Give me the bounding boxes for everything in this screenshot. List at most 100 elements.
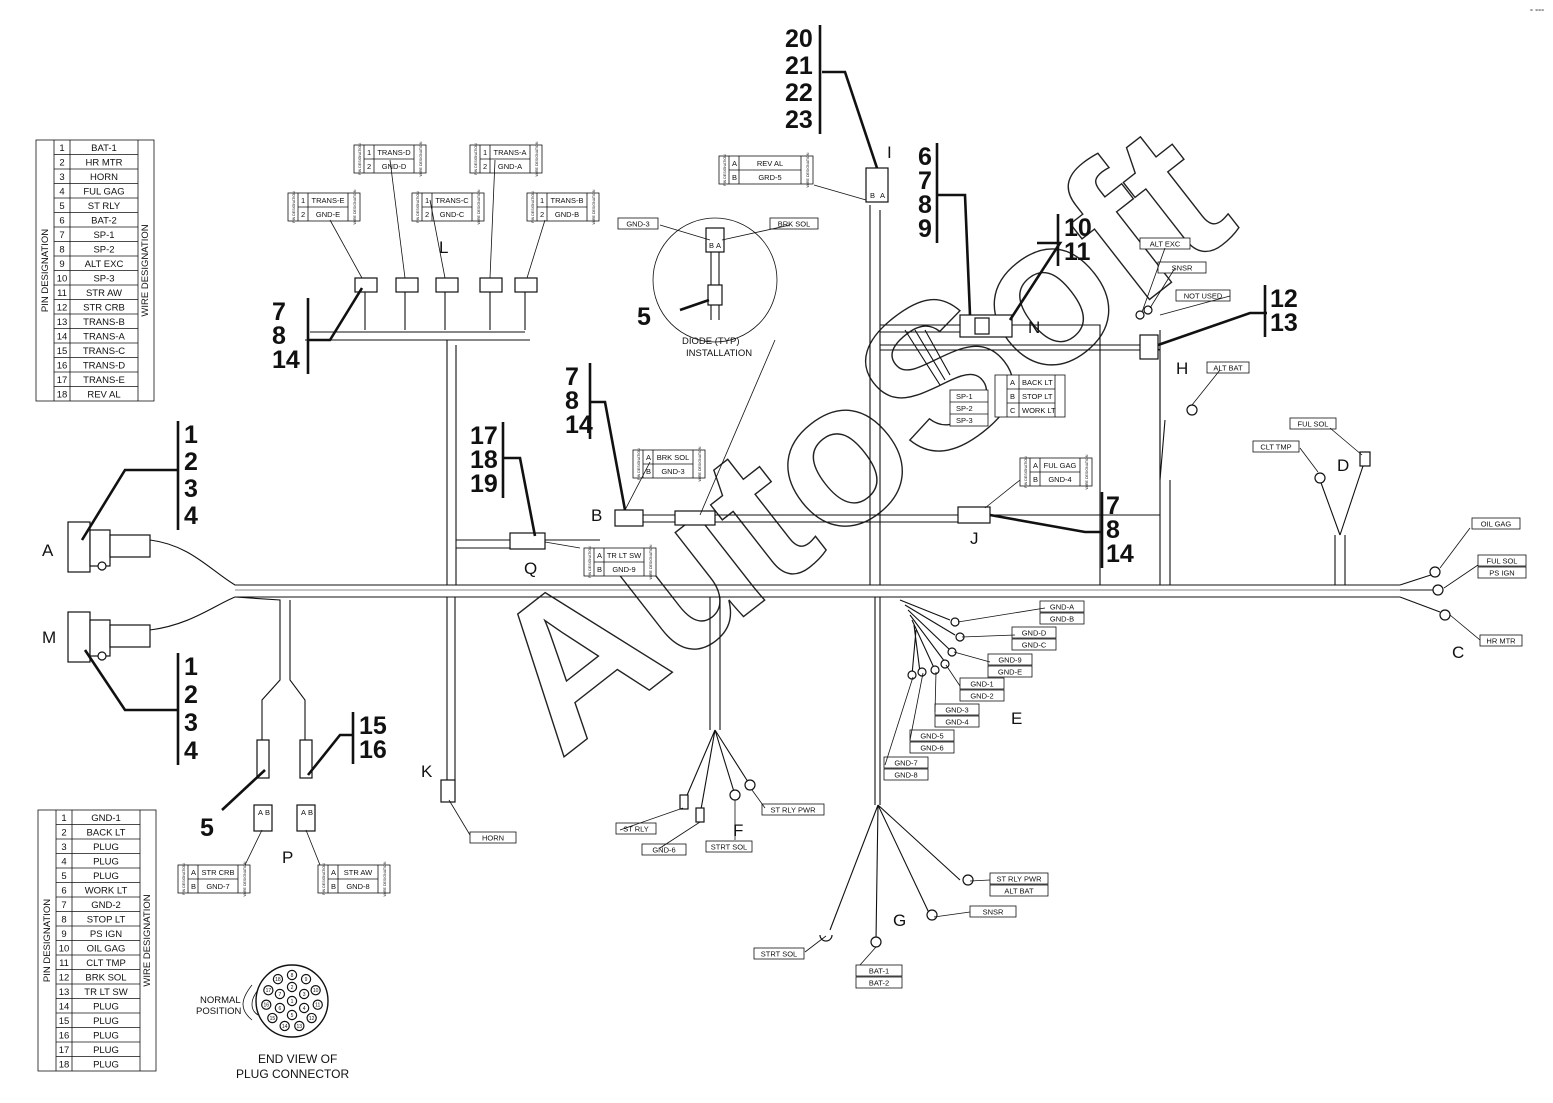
callout-number: 6	[918, 143, 932, 171]
harness-trunk	[149, 205, 1441, 941]
wire-label-strt-sol-f: STRT SOL	[705, 840, 753, 853]
svg-text:A: A	[331, 868, 336, 877]
pin-number: 13	[59, 987, 70, 998]
pin-number: 10	[57, 274, 68, 285]
svg-text:GND-C: GND-C	[1022, 640, 1047, 649]
mini-pin-header: PIN DESIGNATION	[416, 191, 420, 223]
connector-p-bodies[interactable]: A B A B	[253, 739, 316, 832]
svg-text:GND-7: GND-7	[894, 758, 917, 767]
pin-number: 14	[57, 332, 68, 343]
svg-text:GND-2: GND-2	[970, 691, 993, 700]
wire-label-snsr-g: SNSR	[969, 905, 1017, 918]
connector-h-body[interactable]	[1139, 334, 1159, 360]
callout-number: 5	[637, 303, 651, 331]
mini-row-2: GND-4	[1048, 475, 1071, 484]
pin-number: 11	[59, 958, 69, 969]
pin-table-bottom-pin-header: PIN DESIGNATION	[42, 899, 53, 982]
pin-table-bottom-wire-header: WIRE DESIGNATION	[142, 894, 153, 986]
back-lt-row-2: STOP LT	[1022, 392, 1053, 401]
connector-n-body[interactable]	[959, 314, 1013, 338]
plug-pin	[261, 999, 272, 1010]
label-h: H	[1176, 359, 1188, 378]
plug-pin-number: 4	[303, 1006, 306, 1012]
svg-text:BAT-2: BAT-2	[869, 978, 889, 987]
callout-number: 8	[918, 191, 932, 219]
plug-pin	[263, 984, 274, 996]
callout-number: 13	[1270, 309, 1298, 337]
svg-text:GND-3: GND-3	[945, 705, 968, 714]
svg-text:ALT BAT: ALT BAT	[1004, 886, 1034, 895]
plug-pin-number: 12	[309, 1016, 315, 1022]
svg-text:BRK SOL: BRK SOL	[778, 219, 811, 228]
pin-number: 6	[61, 886, 66, 897]
end-view-caption-2: PLUG CONNECTOR	[236, 1067, 349, 1081]
wire-name: ALT EXC	[85, 259, 124, 270]
mini-pin-header: PIN DESIGNATION	[1024, 456, 1028, 488]
pin-number: 5	[59, 201, 64, 212]
mini-wire-header: WIRE DESIGNATION	[592, 189, 596, 224]
wire-name: ST RLY	[88, 201, 121, 212]
connector-j-body[interactable]	[957, 506, 991, 524]
wire-label-hr-mtr: HR MTR	[1479, 634, 1523, 647]
wire-label-gnd-e: GND-E	[987, 665, 1033, 678]
wire-label-not-used: NOT USED	[1175, 289, 1231, 302]
pin-number: 16	[57, 361, 68, 372]
pin-number: 14	[59, 1002, 70, 1013]
connector-b-body[interactable]	[614, 509, 716, 527]
plug-pin-number: 10	[313, 988, 319, 994]
callout-number: 7	[272, 298, 286, 326]
pin-table-top-pin-header: PIN DESIGNATION	[40, 229, 51, 312]
connector-a-body[interactable]	[67, 521, 151, 573]
connector-l-plugs[interactable]	[354, 277, 538, 293]
svg-text:SNSR: SNSR	[1172, 263, 1193, 272]
mini-pin-header: PIN DESIGNATION	[292, 191, 296, 223]
wire-label-ful-sol: FUL SOL	[1477, 554, 1527, 567]
wire-label-gnd-6b: GND-6	[641, 843, 687, 856]
svg-text:B: B	[732, 173, 737, 182]
connector-q-body[interactable]	[509, 532, 546, 550]
mini-row-2: GND-D	[382, 162, 407, 171]
mini-row-1: TRANS-E	[312, 196, 345, 205]
callout-number: 18	[470, 446, 498, 474]
connector-i-body[interactable]: B A	[865, 167, 889, 203]
callout-number: 9	[918, 215, 932, 243]
label-c: C	[1452, 643, 1464, 662]
callout-number: 19	[470, 470, 498, 498]
svg-text:1: 1	[367, 148, 371, 157]
wire-label-st-rly-pwr-g: ST RLY PWR	[989, 872, 1049, 885]
pin-number: 7	[61, 900, 66, 911]
connector-k-body[interactable]	[440, 779, 456, 803]
wire-name: PLUG	[93, 1002, 119, 1013]
svg-text:GND-6: GND-6	[652, 845, 675, 854]
mini-wire-header: WIRE DESIGNATION	[419, 141, 423, 176]
svg-text:ST RLY PWR: ST RLY PWR	[770, 805, 816, 814]
mini-row-2: GND-A	[498, 162, 522, 171]
plug-pin-number: 2	[291, 985, 294, 991]
plug-pin-number: 15	[270, 1016, 276, 1022]
wire-name: TR LT SW	[84, 987, 127, 998]
svg-text:GND-3: GND-3	[626, 219, 649, 228]
wire-name: PLUG	[93, 1060, 119, 1071]
pin-number: 3	[59, 172, 64, 183]
svg-text:GND-9: GND-9	[998, 655, 1021, 664]
wire-label-st-rly-pwr-f: ST RLY PWR	[761, 803, 825, 816]
pin-number: 18	[59, 1060, 70, 1071]
label-b: B	[591, 506, 602, 525]
callout-number: 7	[918, 167, 932, 195]
plug-pin	[267, 1012, 278, 1024]
svg-text:A: A	[258, 808, 263, 817]
wire-label-bat-2: BAT-2	[855, 976, 903, 989]
callout-number: 8	[1106, 516, 1120, 544]
plug-pin	[312, 999, 323, 1010]
mini-row-1: TR LT SW	[607, 551, 642, 560]
svg-text:GND-E: GND-E	[998, 667, 1022, 676]
connector-m-body[interactable]	[67, 611, 151, 663]
wire-label-gnd-d: GND-D	[1011, 626, 1057, 639]
callout-leaders	[80, 70, 1267, 811]
wire-name: PLUG	[93, 842, 119, 853]
svg-text:2: 2	[301, 210, 305, 219]
wire-label-st-rly: ST RLY	[615, 822, 657, 835]
